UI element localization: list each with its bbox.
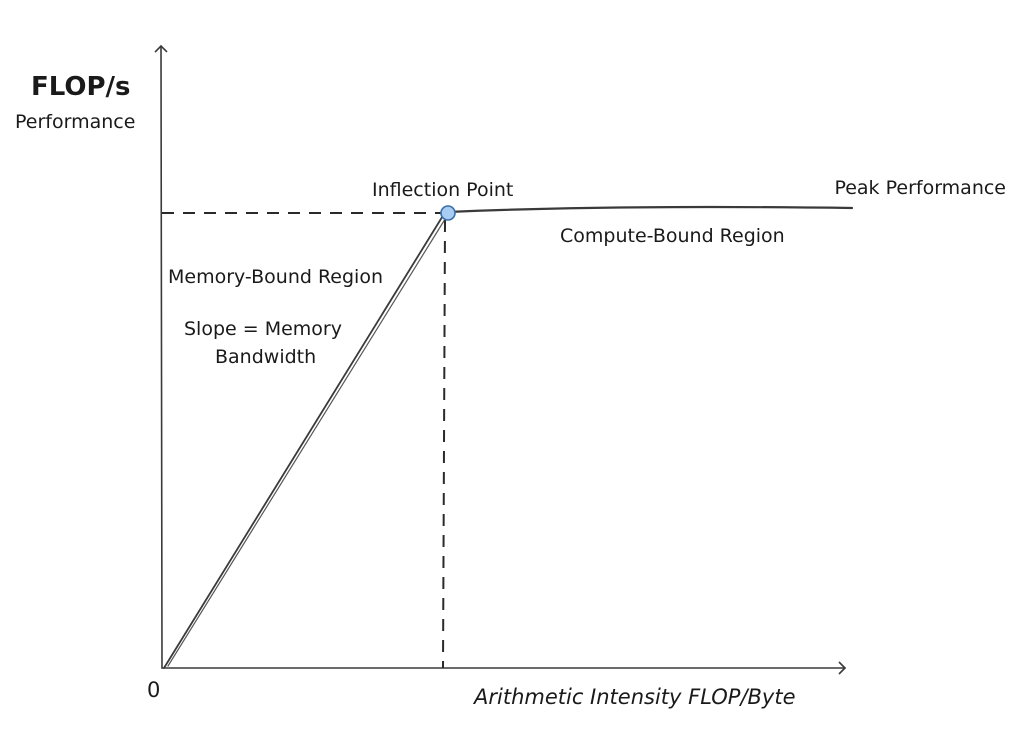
y-axis-sublabel: Performance <box>15 111 135 133</box>
y-axis-label: FLOP/s <box>31 72 131 102</box>
compute-bound-roof <box>446 205 854 214</box>
compute-bound-region-label: Compute-Bound Region <box>560 225 785 247</box>
peak-performance-label: Peak Performance <box>834 177 1006 199</box>
memory-bound-slope-sketch <box>167 215 448 667</box>
memory-bound-slope <box>163 213 445 669</box>
inflection-point-marker <box>440 205 456 221</box>
slope-label-line2: Bandwidth <box>215 346 316 368</box>
slope-label-line1: Slope = Memory <box>184 318 342 340</box>
inflection-point-label: Inflection Point <box>372 179 513 201</box>
y-axis <box>154 44 168 669</box>
inflection-guide-line <box>442 219 446 669</box>
memory-bound-region-label: Memory-Bound Region <box>168 266 383 288</box>
x-axis-label: Arithmetic Intensity FLOP/Byte <box>472 685 796 709</box>
origin-label: 0 <box>147 678 160 702</box>
